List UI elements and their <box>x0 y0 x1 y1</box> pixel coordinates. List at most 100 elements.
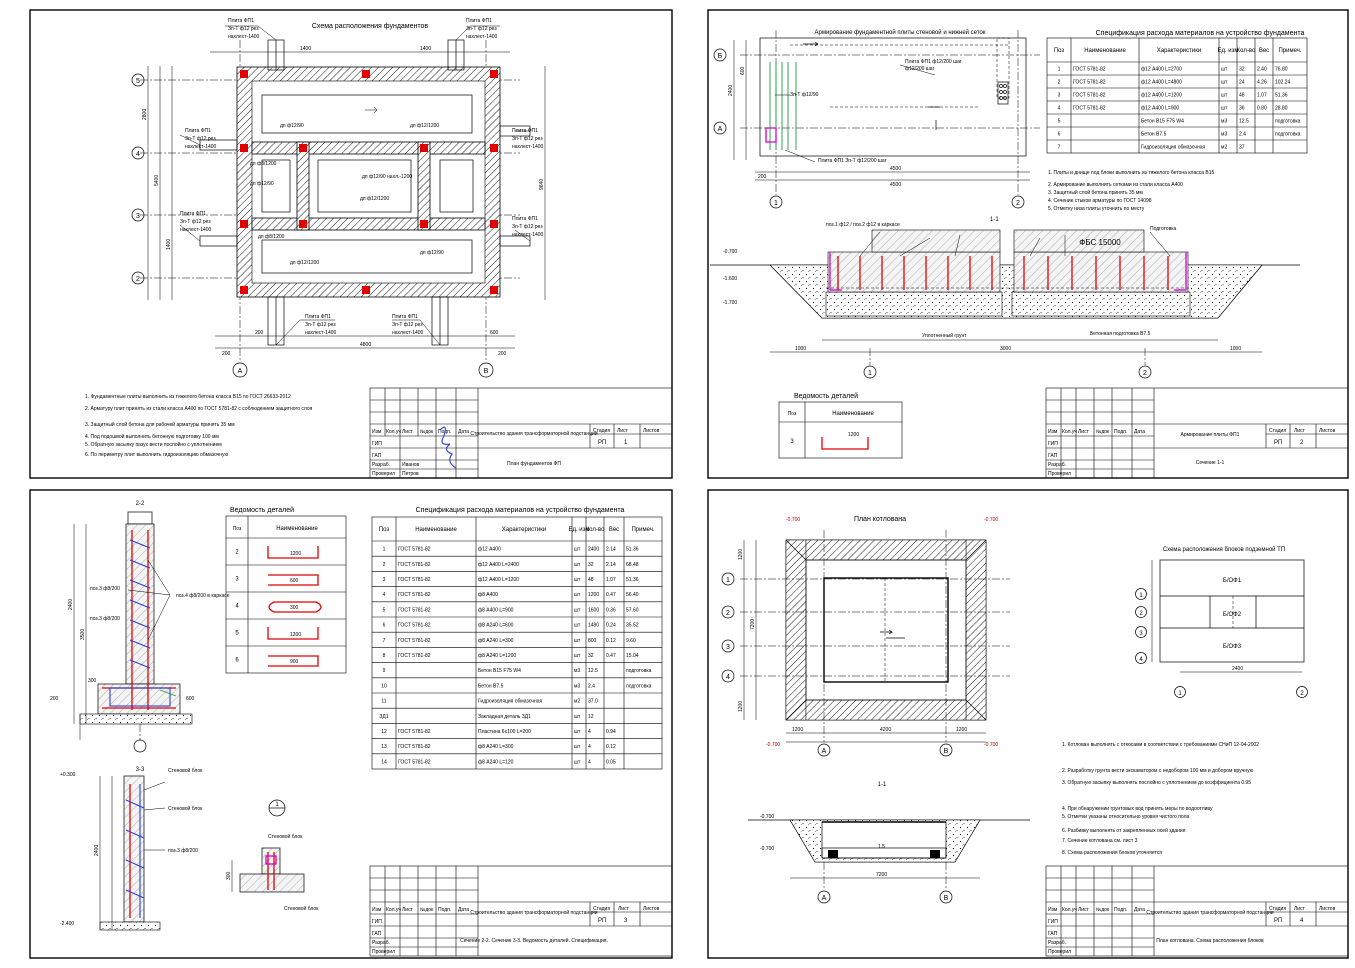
s2-axis-a-bubble <box>713 121 727 135</box>
s3-spec-cell-14-5: 0.05 <box>606 759 616 765</box>
s2-dim-b3: 200 <box>758 174 767 180</box>
s2-sec-elev-3: -1.700 <box>723 300 737 306</box>
s3-section-bottom-label: 3-3 <box>136 767 145 773</box>
s2-spec-header-2: Характеристики <box>1157 48 1202 54</box>
s3-spec-cell-6-2: ф8 А240 L=300 <box>478 638 514 644</box>
s4-dim-l2: 7200 <box>750 619 756 630</box>
s3-details-pos-0: 2 <box>235 550 239 556</box>
callout-slab-left-1: Плита ФП1 <box>180 211 206 217</box>
axis-label-2: 2 <box>136 276 140 283</box>
s3-spec-cell-0-2: ф12 А400 <box>478 547 501 553</box>
s3-spec-cell-10-0: 11 <box>381 699 386 705</box>
s2-spec-cell-1-6: 102.24 <box>1275 80 1291 86</box>
s1-stamp-content: План фундаментов ФП <box>507 461 561 467</box>
s3-spec-cell-3-4: 1200 <box>588 592 599 598</box>
s3-spec-cell-6-6: 9.60 <box>626 638 636 644</box>
sheet-2-title: Армирование фундаментной плиты стеновой … <box>815 29 986 36</box>
callout-rebar-top-right: Зп-Т ф12 рез <box>466 26 497 32</box>
s2-spec-cell-0-0: 1 <box>1058 67 1061 73</box>
s2-spec-cell-2-2: ф12 А400 L=1200 <box>1141 93 1182 99</box>
s3-detail-callout-2: Стеновой блок <box>284 905 319 912</box>
s2-spec-cell-4-6: подготовка <box>1275 119 1301 125</box>
s3-stamp-role-2: Разраб. <box>372 940 390 946</box>
s3-stamp-head-2: Листов <box>643 906 660 912</box>
s4-axis-a: А <box>822 748 827 755</box>
s3-details-pos-2: 4 <box>235 604 239 610</box>
s2-stamp-head-0: Стадия <box>1269 428 1286 434</box>
s2-dim-l2: 600 <box>740 66 746 75</box>
s3-spec-header-6: Примеч. <box>631 527 654 533</box>
s4-sec-axis-a-bubble <box>817 890 831 904</box>
s4-stamp-sheet: 4 <box>1300 918 1304 924</box>
callout-rib-7: дп ф8/1200 <box>258 234 285 240</box>
s3-spec-cell-11-4: 12 <box>588 714 594 720</box>
s4-stamp-role-2: Разраб. <box>1048 940 1066 946</box>
s3-stamp-stage: РП <box>598 918 606 924</box>
s3-details-pos-1: 3 <box>235 577 239 583</box>
s1-stamp-name-3: Иванов <box>402 462 420 468</box>
axis-bubble-4 <box>131 146 145 160</box>
callout-lap-bottom-left: нахлест-1400 <box>305 330 337 336</box>
s2-spec-cell-3-0: 4 <box>1058 106 1061 112</box>
s4-axis-3-bubble <box>721 639 735 653</box>
s3-spec-cell-4-1: ГОСТ 5781-82 <box>398 607 431 613</box>
axis-bubble-3 <box>131 208 145 222</box>
axis-label-4: 4 <box>136 151 140 158</box>
s3-spec-cell-10-3: м2 <box>574 699 580 705</box>
s2-sec-axis-2-label: 2 <box>1143 370 1147 377</box>
sheet-1-title: Схема расположения фундаментов <box>312 23 429 30</box>
s2-details-r1-len: 1200 <box>848 432 859 438</box>
s3-spec-cell-6-0: 7 <box>383 638 386 644</box>
s3-elev-2: -2.400 <box>60 921 74 927</box>
s4-section-callout: 1.5 <box>878 844 885 850</box>
dim-bot-3: 600 <box>490 330 499 336</box>
callout-lap-bottom-right: нахлест-1400 <box>392 330 424 336</box>
s3-spec-cell-12-5: 0.94 <box>606 729 616 735</box>
s3-spec-cell-8-2: Бетон В15 F75 W4 <box>478 668 521 674</box>
s4-dim-b1: 4200 <box>880 727 891 733</box>
s2-callout-4: Плита ФП1 Зп-Т ф12/200 шаг <box>818 158 887 164</box>
callout-rib-3: дп ф8/1200 <box>250 161 277 167</box>
s3-callout-5: Стеновой блок <box>168 805 203 812</box>
callout-rebar-left-1: Зп-Т ф12 рез <box>180 219 211 225</box>
s2-spec-header-0: Поз <box>1054 48 1065 54</box>
s3-spec-cell-13-4: 4 <box>588 744 591 750</box>
s1-stamp-role-1: ГИП <box>372 441 382 447</box>
s3-dim-5: 600 <box>186 696 195 702</box>
s2-stamp-sheet: 2 <box>1300 440 1304 446</box>
s4-axis-2-bubble <box>721 605 735 619</box>
s1-stamp-col-4: №док <box>420 429 434 435</box>
s4-stamp-head-2: Листов <box>1319 906 1336 912</box>
s2-callout-1: Зп-Т ф12/90 <box>790 92 819 98</box>
s3-details-len-2: 300 <box>290 605 299 611</box>
axis-label-3: 3 <box>136 213 140 220</box>
s2-spec-cell-0-3: шт <box>1221 67 1228 73</box>
callout-lap-left-2: нахлест-1400 <box>185 144 217 150</box>
s4-blk-axis-4: 4 <box>1139 657 1143 663</box>
axis-label-5: 5 <box>136 78 140 85</box>
s3-spec-cell-2-6: 51.36 <box>626 577 639 583</box>
s3-spec-cell-11-2: Закладная деталь ЗД1 <box>478 714 531 720</box>
sheet-2: Армирование фундаментной плиты стеновой … <box>707 9 1349 479</box>
s4-sec-elev-1: -0.700 <box>760 814 774 820</box>
s3-spec-cell-10-4: 37.0 <box>588 699 598 705</box>
callout-rebar-right-2: Зп-Т ф12 рез <box>512 136 543 142</box>
s2-sec-dim-1: 1000 <box>795 346 806 352</box>
s2-callout-3: ф12/200 шаг <box>905 66 935 72</box>
axis-bubble-5 <box>131 73 145 87</box>
s4-note-1: 1. Котлован выполнять с откосами в соотв… <box>1062 742 1259 748</box>
s4-stamp-col-4: Подп. <box>1114 907 1127 913</box>
s3-detail-dim: 300 <box>226 871 232 880</box>
s2-stamp-col-4: Подп. <box>1114 429 1127 435</box>
s2-spec-cell-5-6: подготовка <box>1275 132 1301 138</box>
s4-blk-axis-4-bubble <box>1135 652 1147 664</box>
s1-note-1: 1. Фундаментные плиты выполнить из тяжел… <box>85 394 291 400</box>
s4-stamp-stage: РП <box>1274 918 1282 924</box>
s3-spec-cell-7-6: 15.04 <box>626 653 639 659</box>
s3-spec-header-2: Характеристики <box>502 527 547 533</box>
callout-slab-top-left: Плита ФП1 <box>228 18 254 24</box>
callout-lap-top-right: нахлест-1400 <box>466 34 498 40</box>
s3-spec-cell-14-0: 14 <box>381 759 387 765</box>
s4-axis-1: 1 <box>726 577 730 584</box>
